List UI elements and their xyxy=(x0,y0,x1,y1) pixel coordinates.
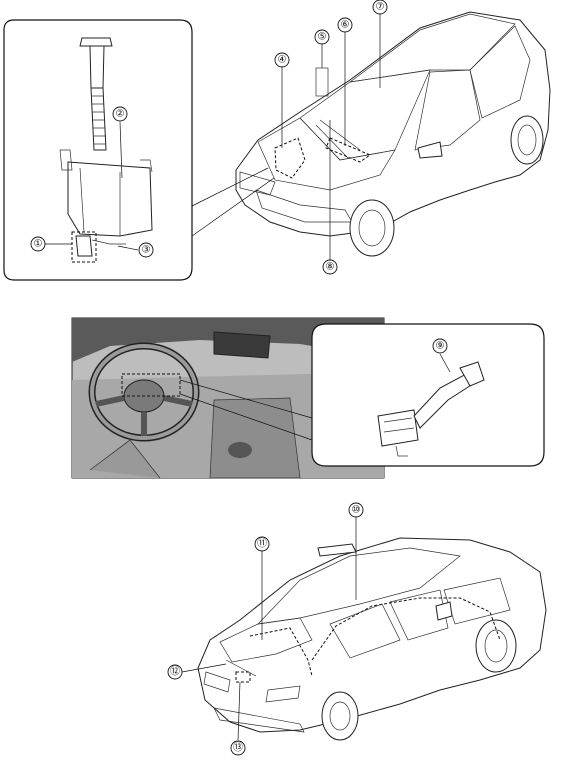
callout-7-label: ⑦ xyxy=(376,2,385,13)
interior-connector-lines xyxy=(179,379,313,441)
rear-car-illustration xyxy=(197,537,547,741)
callout-6-label: ⑥ xyxy=(341,20,350,31)
callout-7: ⑦ xyxy=(372,0,388,15)
callout-4-label: ④ xyxy=(278,55,287,66)
wiper-switch-inset-frame xyxy=(311,323,545,467)
callout-13-label: ⑬ xyxy=(233,742,243,754)
washer-tank-illustration xyxy=(59,37,153,263)
front-car-illustration xyxy=(235,11,551,257)
wiper-switch-illustration xyxy=(377,361,485,457)
callout-13: ⑬ xyxy=(230,740,246,756)
callout-12-label: ⑫ xyxy=(170,666,180,678)
inset-connector-lines xyxy=(191,167,275,237)
callout-8: ⑧ xyxy=(322,259,338,275)
callout-10: ⑩ xyxy=(348,502,364,518)
callout-2-label: ② xyxy=(116,109,125,120)
callout-11-label: ⑪ xyxy=(257,538,267,550)
callout-1: ① xyxy=(30,236,46,252)
callout-9: ⑨ xyxy=(432,338,448,354)
callout-3: ③ xyxy=(138,242,154,258)
callout-3-label: ③ xyxy=(142,245,151,256)
leader-lines xyxy=(45,14,451,741)
callout-5: ⑤ xyxy=(314,29,330,45)
callout-2: ② xyxy=(112,106,128,122)
callout-9-label: ⑨ xyxy=(436,341,445,352)
callout-4: ④ xyxy=(274,52,290,68)
callout-8-label: ⑧ xyxy=(326,262,335,273)
callout-1-label: ① xyxy=(34,239,43,250)
callout-5-label: ⑤ xyxy=(318,32,327,43)
callout-12: ⑫ xyxy=(167,664,183,680)
callout-6: ⑥ xyxy=(337,17,353,33)
callout-11: ⑪ xyxy=(254,536,270,552)
callout-10-label: ⑩ xyxy=(352,505,361,516)
